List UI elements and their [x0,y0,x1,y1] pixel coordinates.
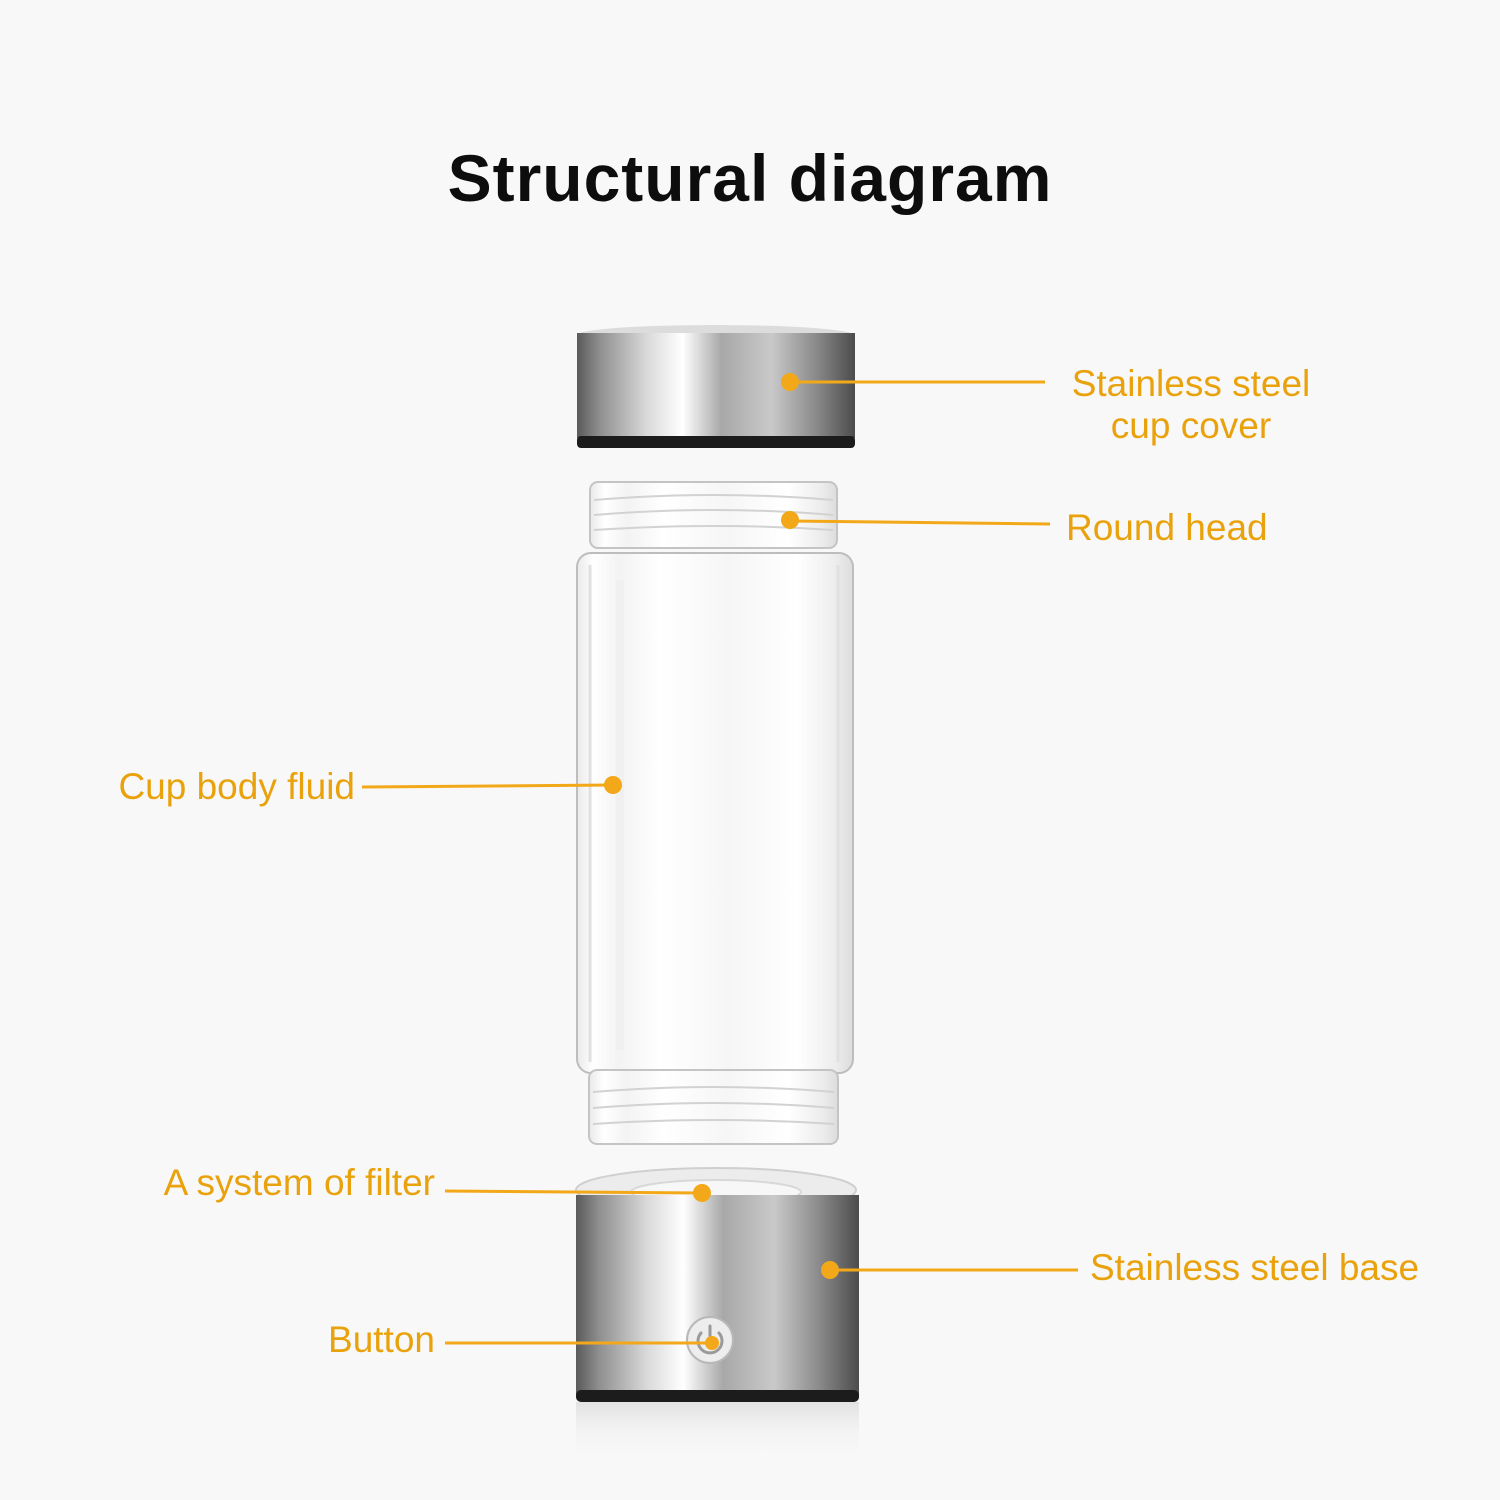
callout-leaders [361,373,1078,1350]
base-leader [821,1261,1078,1279]
button-label: Button [328,1319,435,1360]
stainless-steel-base [575,1167,859,1462]
page-title: Structural diagram [447,141,1053,215]
cup-cover-label-line2: cup cover [1110,405,1272,446]
cup-body-fluid-label: Cup body fluid [118,766,355,807]
filter-system-leader [444,1184,711,1202]
cup-cover-leader [781,373,1045,391]
cup-body-fluid-leader [361,776,622,794]
cup-cover [577,325,855,448]
round-head-label: Round head [1066,507,1268,548]
cup-cover-label-line1: Stainless steel [1071,363,1311,404]
base-label: Stainless steel base [1090,1247,1420,1288]
glass-cup-body [576,481,854,1145]
button-leader [445,1336,719,1350]
round-head-leader [781,511,1051,529]
cup-cover-label: Stainless steel cup cover [1055,363,1327,447]
filter-system-label: A system of filter [163,1162,435,1203]
